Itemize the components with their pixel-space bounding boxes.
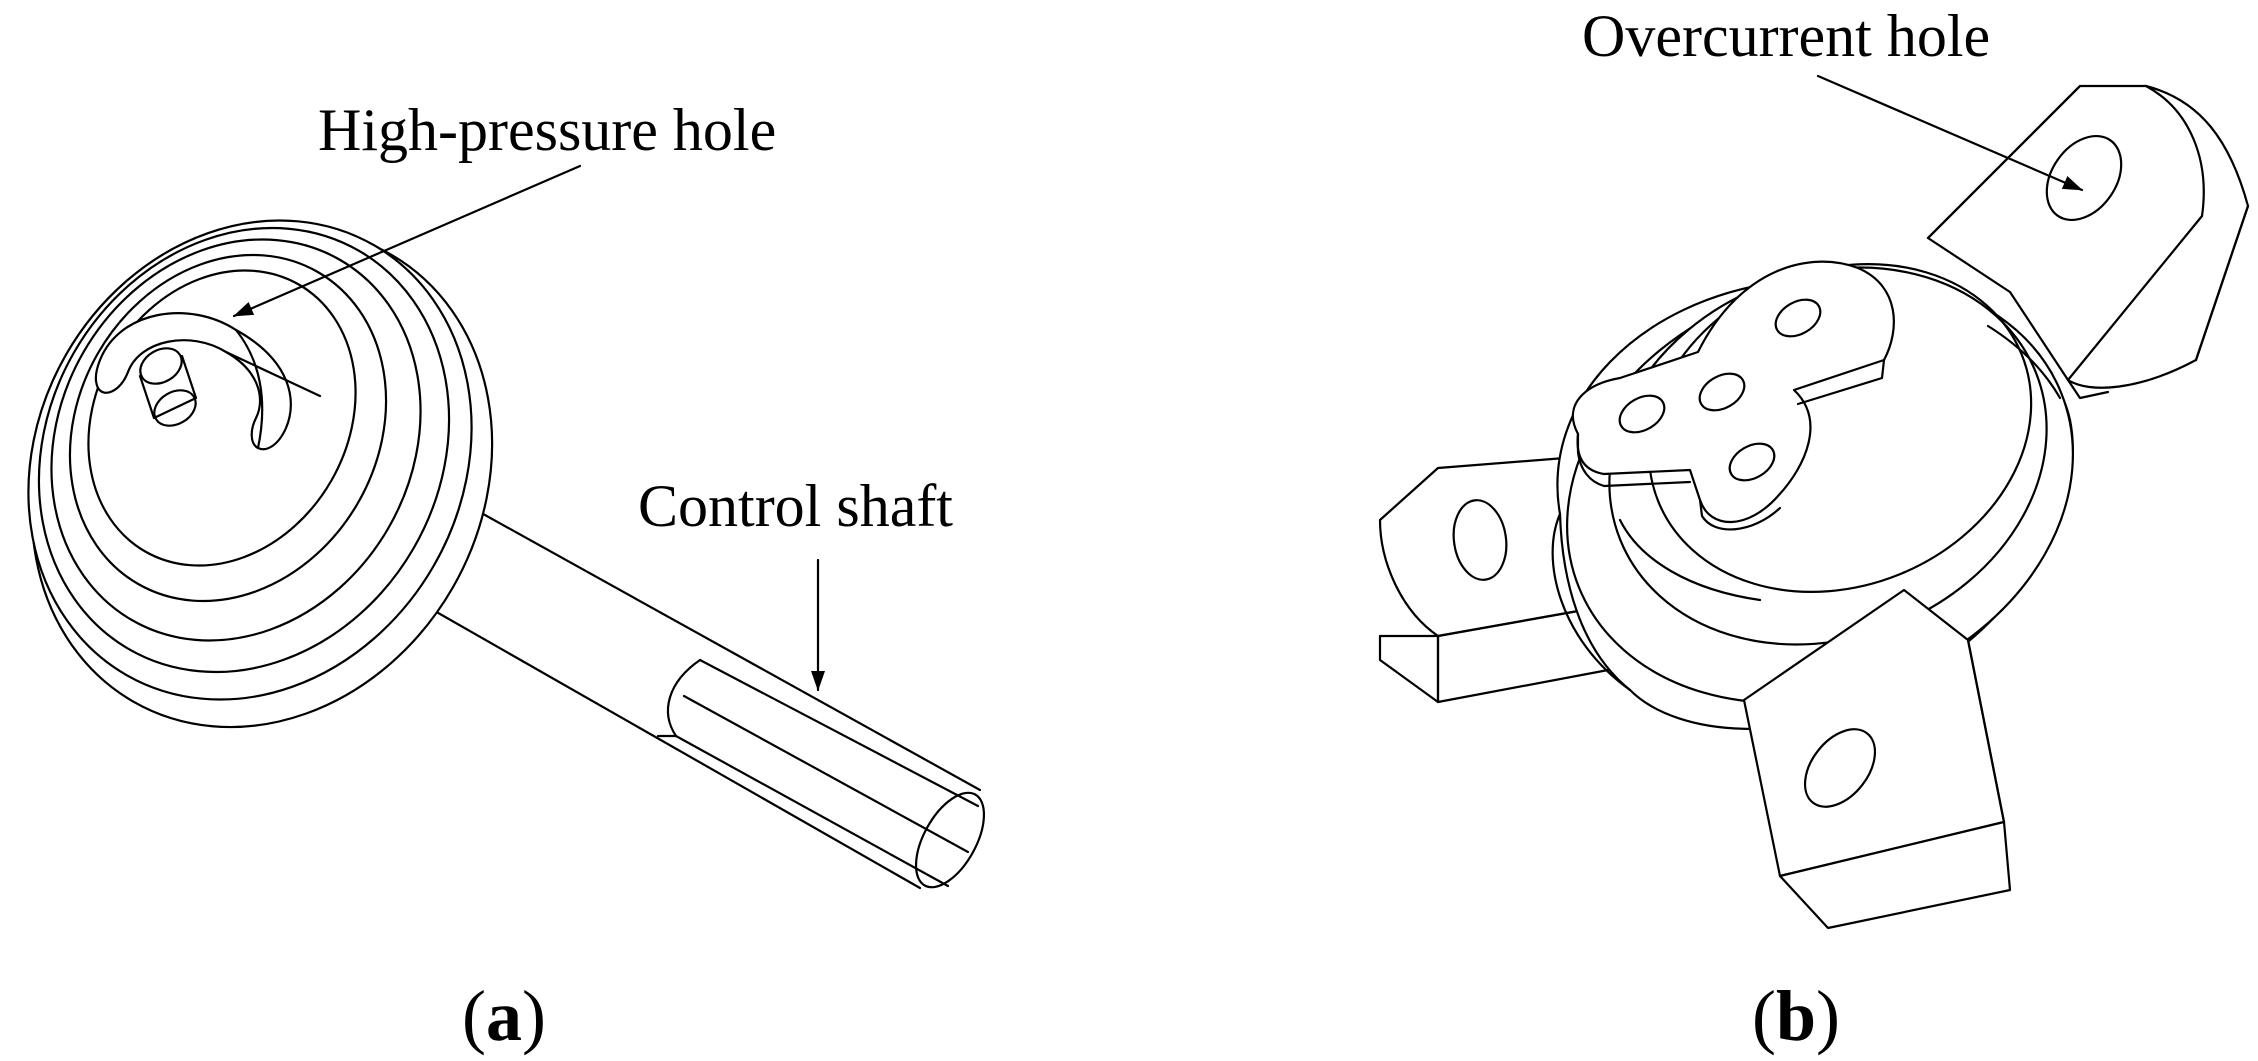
overcurrent-arrow — [1816, 74, 2084, 192]
panel-a-close-paren: ) — [522, 976, 546, 1056]
lug-bottom — [1742, 588, 2012, 930]
center-boss — [138, 347, 198, 427]
control-shaft-label: Control shaft — [638, 473, 953, 539]
high-pressure-hole-label: High-pressure hole — [318, 97, 776, 163]
valve-plate — [1571, 260, 1895, 531]
panel-b-close-paren: ) — [1816, 976, 1840, 1056]
panel-b-drawing — [1378, 74, 2250, 930]
panel-a-letter: a — [486, 976, 522, 1056]
panel-b-label: (b) — [1752, 976, 1840, 1056]
panel-b-open-paren: ( — [1752, 976, 1776, 1056]
overcurrent-hole-label: Overcurrent hole — [1582, 3, 1990, 69]
lug-top-right — [1926, 84, 2250, 400]
control-shaft — [410, 498, 986, 890]
high-pressure-arrow — [232, 164, 582, 318]
rotor-disc — [27, 219, 494, 729]
panel-a-open-paren: ( — [462, 976, 486, 1056]
panel-a-drawing — [27, 164, 986, 890]
panel-b-letter: b — [1776, 976, 1816, 1056]
panel-a-label: (a) — [462, 976, 546, 1056]
